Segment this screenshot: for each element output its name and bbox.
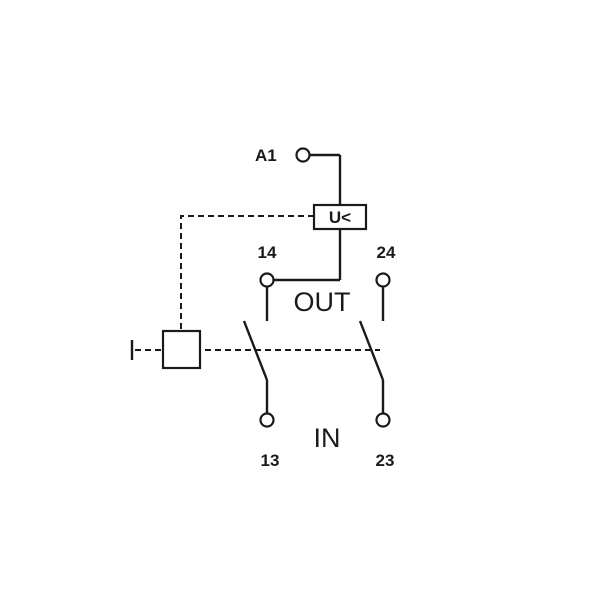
contact-13-14-blade — [242, 320, 269, 381]
terminal-23 — [375, 412, 391, 428]
terminal-13 — [259, 412, 275, 428]
terminal-14 — [259, 272, 275, 288]
label-14: 14 — [258, 243, 277, 262]
terminal-a1 — [295, 147, 311, 163]
label-13: 13 — [261, 451, 280, 470]
relay-linkage-dashed — [180, 215, 314, 331]
label-23: 23 — [376, 451, 395, 470]
terminal-24 — [375, 272, 391, 288]
contact-23-24-blade — [358, 320, 385, 381]
undervoltage-relay-label: U< — [329, 208, 351, 227]
label-in: IN — [314, 423, 341, 453]
label-out: OUT — [294, 287, 351, 317]
actuator-box — [161, 329, 202, 370]
label-a1: A1 — [255, 146, 277, 165]
label-24: 24 — [377, 243, 396, 262]
